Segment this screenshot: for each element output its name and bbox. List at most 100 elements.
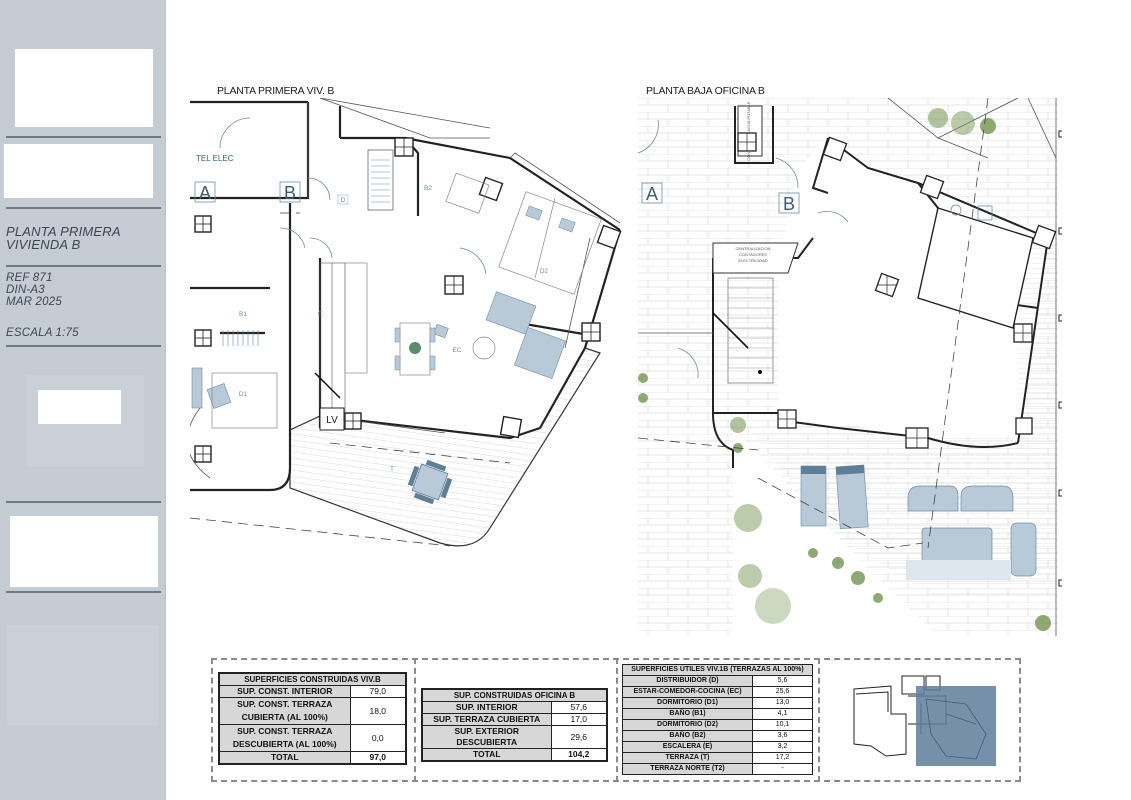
table-row: DORMITORIO (D2)10,1 xyxy=(622,719,813,731)
water-meters-label: CONTADORES AGUA POTABLE xyxy=(746,101,751,161)
row-label: TOTAL xyxy=(218,751,351,765)
row-label: DORMITORIO (D2) xyxy=(622,719,753,731)
table-row: SUP. INTERIOR 57,6 xyxy=(421,701,608,714)
table-constructed-area-viv-b: SUPERFICIES CONSTRUIDAS VIV.B SUP. CONST… xyxy=(218,672,407,765)
row-label: SUP. CONST. TERRAZA CUBIERTA (AL 100%) xyxy=(218,697,351,725)
room-label-b2: B2 xyxy=(424,185,432,192)
row-value: 5,6 xyxy=(752,675,813,687)
table-row: SUP. CONST. TERRAZA DESCUBIERTA (AL 100%)… xyxy=(218,724,407,752)
row-value: 25,6 xyxy=(752,686,813,698)
drawing-meta: REF 871 DIN-A3 MAR 2025 xyxy=(6,272,62,308)
row-label: TERRAZA (T) xyxy=(622,752,753,764)
table-row: BAÑO (B2)3,6 xyxy=(622,730,813,742)
row-label-line2: DESCUBIERTA (AL 100%) xyxy=(232,739,337,749)
room-label-ec: EC xyxy=(452,347,461,354)
table-row: SUP. CONST. INTERIOR 79,0 xyxy=(218,685,407,698)
divider xyxy=(6,501,161,503)
room-label-d1: D1 xyxy=(239,391,248,398)
electric-meters-label-3: ELECTRICIDAD xyxy=(738,258,767,263)
access-label-b: B xyxy=(783,194,795,214)
row-label: SUP. INTERIOR xyxy=(421,701,552,714)
table-row: SUP. EXTERIOR DESCUBIERTA 29,6 xyxy=(421,725,608,749)
row-label: ESTAR-COMEDOR-COCINA (EC) xyxy=(622,686,753,698)
room-label-d2: D2 xyxy=(540,268,549,275)
table-row: DISTRIBUIDOR (D)5,6 xyxy=(622,675,813,687)
row-value: 13,0 xyxy=(752,697,813,709)
floor-plan-ground-floor: CONTADORES AGUA POTABLE CENTRALIZACION C… xyxy=(638,98,1068,638)
table-row: BAÑO (B1)4,1 xyxy=(622,708,813,720)
row-label: SUP. TERRAZA CUBIERTA xyxy=(421,713,552,726)
row-label: TOTAL xyxy=(421,748,552,762)
table-useful-area-viv-1b: SUPERFICIES ÚTILES VIV.1B (TERRAZAS AL 1… xyxy=(622,664,813,775)
divider xyxy=(6,265,161,267)
row-value: 10,1 xyxy=(752,719,813,731)
row-value: - xyxy=(752,763,813,775)
room-label-b1: B1 xyxy=(239,311,247,318)
row-value: 97,0 xyxy=(349,751,407,765)
room-label-t: T xyxy=(390,466,394,473)
row-label: BAÑO (B2) xyxy=(622,730,753,742)
row-label-line2: CUBIERTA (AL 100%) xyxy=(241,712,328,722)
paper-format: DIN-A3 xyxy=(6,284,45,296)
row-label: SUP. EXTERIOR DESCUBIERTA xyxy=(421,725,552,749)
key-plan xyxy=(846,674,996,770)
table-constructed-area-office-b: SUP. CONSTRUIDAS OFICINA B SUP. INTERIOR… xyxy=(421,688,608,762)
room-label-e: E xyxy=(318,311,323,318)
table-row: TERRAZA NORTE (T2)- xyxy=(622,763,813,775)
row-label-line1: SUP. CONST. TERRAZA xyxy=(237,699,333,709)
plan-title-ground-floor: PLANTA BAJA OFICINA B xyxy=(646,85,765,97)
room-label-d: D xyxy=(341,197,346,204)
table-total-row: TOTAL 97,0 xyxy=(218,751,407,765)
faint-logo xyxy=(7,625,159,725)
divider xyxy=(6,207,161,209)
row-label: SUP. CONST. INTERIOR xyxy=(218,685,351,698)
table-row: DORMITORIO (D1)13,0 xyxy=(622,697,813,709)
divider xyxy=(6,345,161,347)
row-value: 104,2 xyxy=(550,748,608,762)
row-label: SUP. CONST. TERRAZA DESCUBIERTA (AL 100%) xyxy=(218,724,351,752)
row-value: 0,0 xyxy=(349,724,407,752)
floor-plan-first-floor: A B TEL ELEC D B2 D2 B1 E EC D1 LV T xyxy=(190,98,630,558)
access-label-a: A xyxy=(646,184,658,204)
row-label-line1: SUP. CONST. TERRAZA xyxy=(237,726,333,736)
table-row: SUP. TERRAZA CUBIERTA 17,0 xyxy=(421,713,608,726)
access-label-a: A xyxy=(199,183,211,203)
row-value: 79,0 xyxy=(349,685,407,698)
tel-elec-label: TEL ELEC xyxy=(196,154,234,163)
table-total-row: TOTAL 104,2 xyxy=(421,748,608,762)
row-label: BAÑO (B1) xyxy=(622,708,753,720)
drawing-title-line1: PLANTA PRIMERA xyxy=(6,224,121,239)
company-box xyxy=(10,516,158,587)
tables-separator xyxy=(616,658,618,782)
row-label: ESCALERA (E) xyxy=(622,741,753,753)
table-row: TERRAZA (T)17,2 xyxy=(622,752,813,764)
room-label-lv: LV xyxy=(326,415,338,426)
tables-separator xyxy=(818,658,820,782)
row-value: 57,6 xyxy=(550,701,608,714)
drawing-scale: ESCALA 1:75 xyxy=(6,327,79,339)
title-block-sidebar: PLANTA PRIMERA VIVIENDA B REF 871 DIN-A3… xyxy=(0,0,166,800)
plan-title-first-floor: PLANTA PRIMERA VIV. B xyxy=(217,85,335,97)
row-value: 17,2 xyxy=(752,752,813,764)
row-value: 3,6 xyxy=(752,730,813,742)
table-header: SUPERFICIES CONSTRUIDAS VIV.B xyxy=(218,672,407,686)
stamp-box xyxy=(38,390,121,424)
table-row: ESCALERA (E)3,2 xyxy=(622,741,813,753)
row-label: DORMITORIO (D1) xyxy=(622,697,753,709)
table-row: SUP. CONST. TERRAZA CUBIERTA (AL 100%) 18… xyxy=(218,697,407,725)
tables-separator xyxy=(414,658,416,782)
divider xyxy=(6,136,161,138)
row-value: 17,0 xyxy=(550,713,608,726)
drawing-title: PLANTA PRIMERA VIVIENDA B xyxy=(6,225,121,251)
row-value: 18,0 xyxy=(349,697,407,725)
project-box xyxy=(4,144,153,198)
row-value: 3,2 xyxy=(752,741,813,753)
row-label: DISTRIBUIDOR (D) xyxy=(622,675,753,687)
drawing-date: MAR 2025 xyxy=(6,296,62,308)
drawing-title-line2: VIVIENDA B xyxy=(6,237,81,252)
logo-box xyxy=(15,49,153,127)
table-header: SUPERFICIES ÚTILES VIV.1B (TERRAZAS AL 1… xyxy=(622,664,813,676)
electric-meters-label-1: CENTRALIZACION xyxy=(736,246,771,251)
access-label-b: B xyxy=(284,183,296,203)
electric-meters-label-2: CONTADORES xyxy=(739,252,767,257)
